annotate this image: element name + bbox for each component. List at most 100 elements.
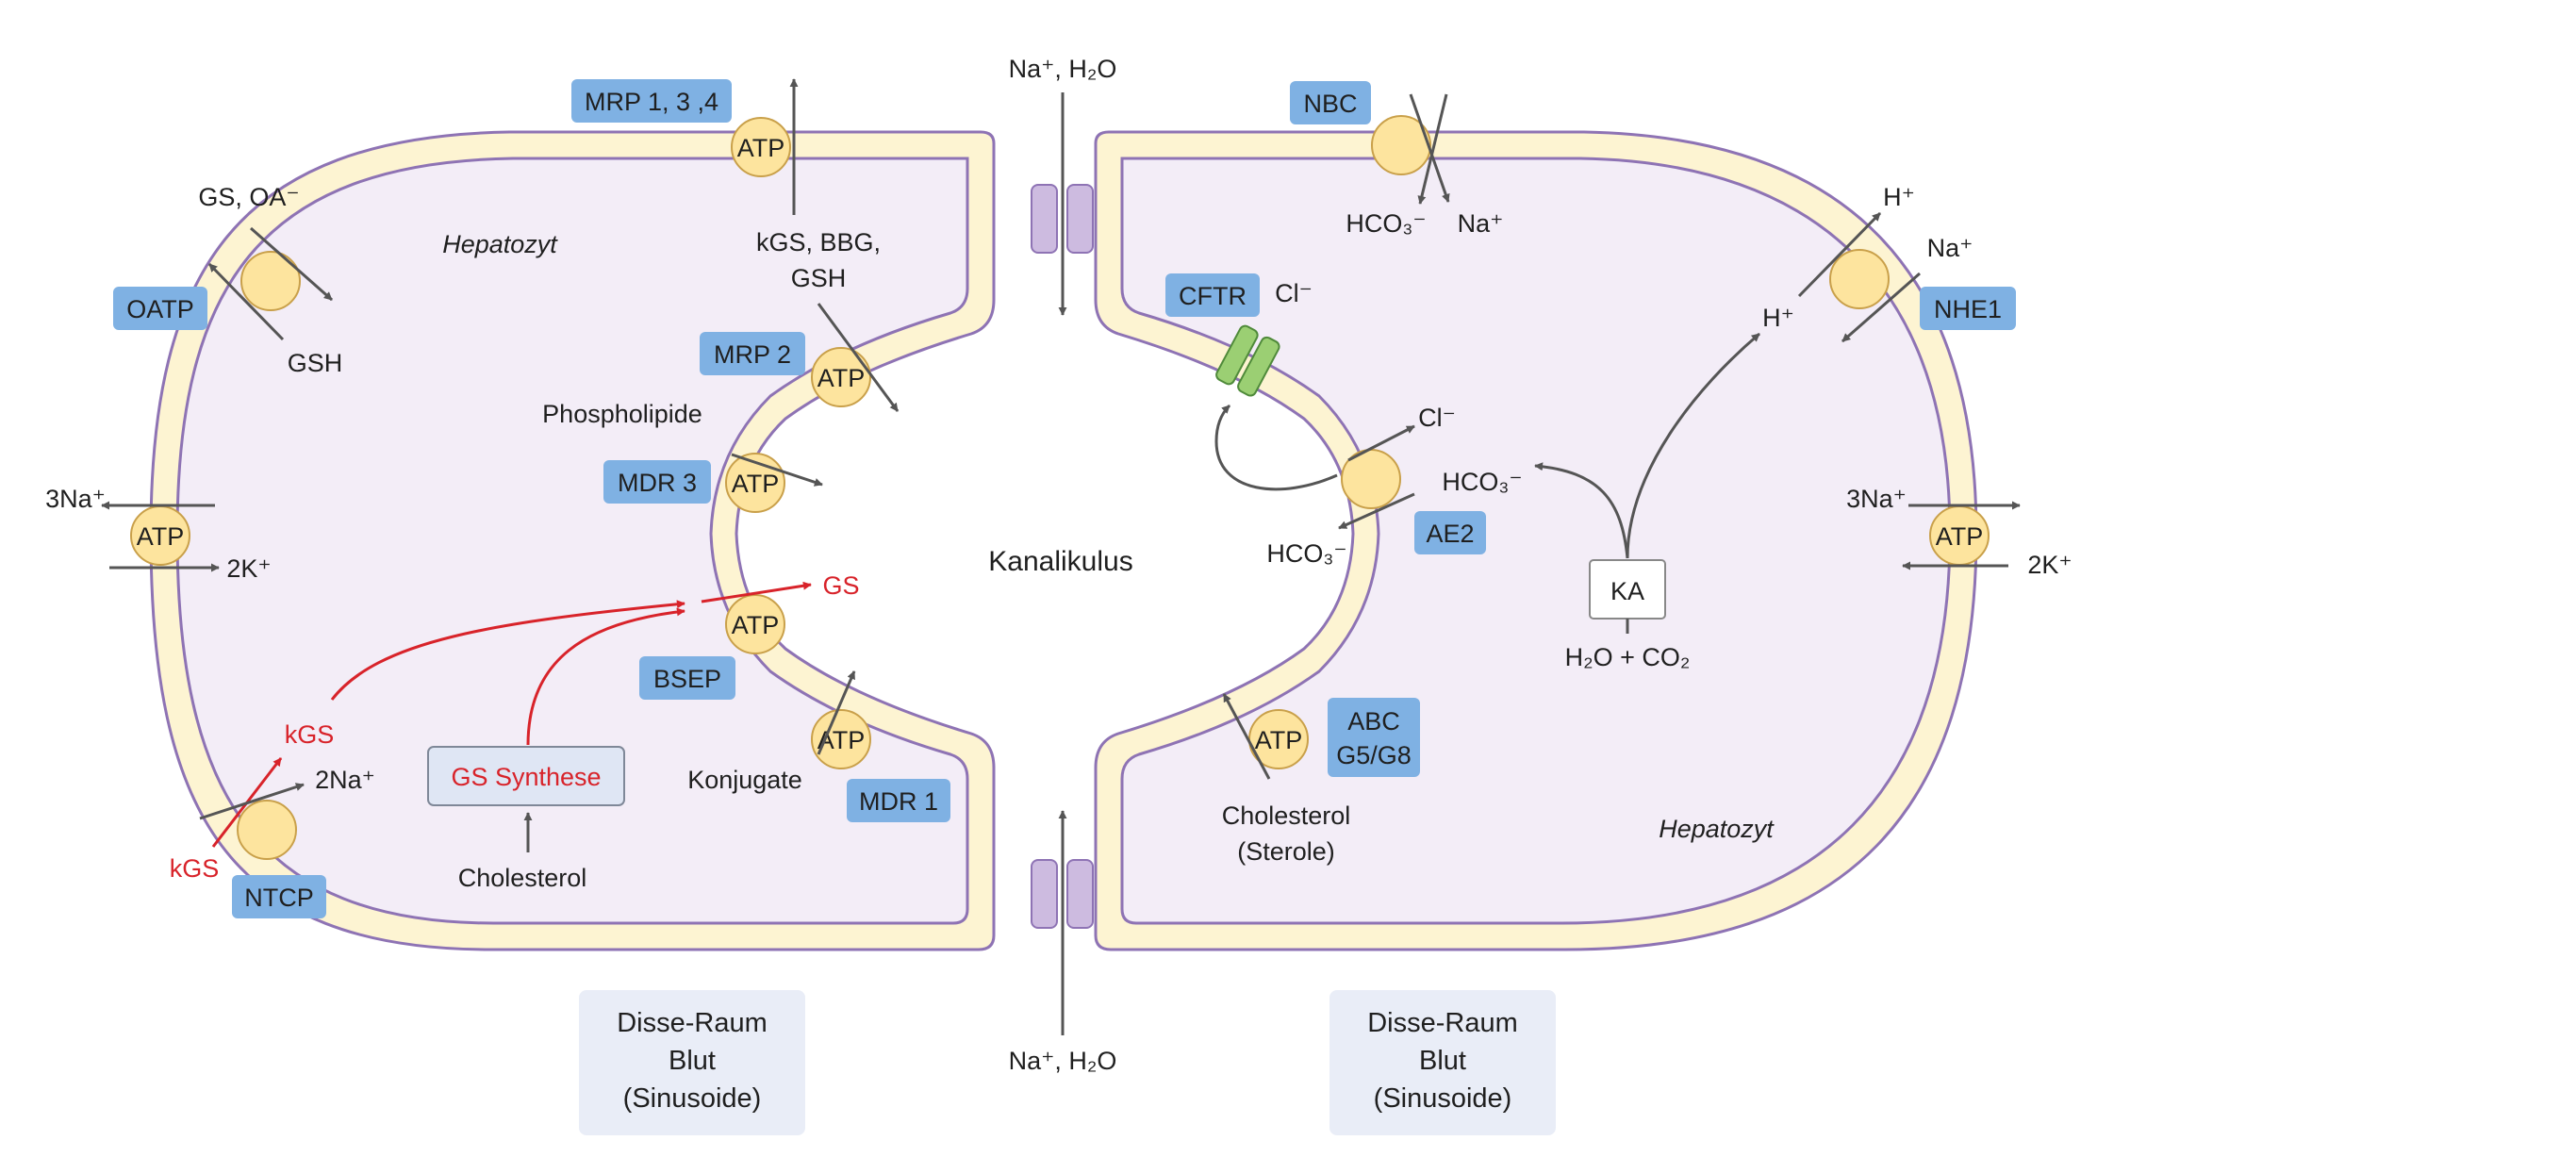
oatp-tag	[113, 287, 207, 330]
abc-tag	[1328, 698, 1420, 777]
mdr1-arrow	[817, 670, 856, 755]
cl-ae2-label: Cl⁻	[1418, 404, 1456, 432]
mrp134-atp-circle	[731, 117, 791, 177]
gs-oa-label: GS, OA⁻	[198, 183, 299, 211]
na3-left-label: 3Na⁺	[45, 485, 106, 513]
mdr1-tag	[847, 779, 950, 822]
ntcp-na-arrow	[199, 783, 305, 820]
disse-left-line3: (Sinusoide)	[623, 1083, 762, 1114]
mdr1-atp-circle	[811, 709, 871, 769]
mrp134-atp-label: ATP	[737, 134, 785, 162]
abc-label-line2: G5/G8	[1336, 741, 1412, 769]
nak-atpase-left-atp: ATP	[137, 522, 185, 551]
sterole-label: (Sterole)	[1237, 837, 1335, 866]
nbc-circle	[1371, 115, 1431, 175]
ka-to-hco3-curve	[1534, 462, 1629, 559]
mrp2-atp-label: ATP	[817, 364, 866, 392]
bsep-label: BSEP	[653, 665, 721, 693]
k2-left-label: 2K⁺	[226, 554, 271, 583]
ae2-cl-arrow	[1347, 424, 1415, 462]
hco3-nbc-label: HCO₃⁻	[1346, 209, 1426, 238]
bsep-atp-label: ATP	[732, 611, 780, 639]
konjugate-label: Konjugate	[687, 766, 802, 794]
hco3-ae2-out-label: HCO₃⁻	[1266, 539, 1346, 568]
ae2-label: AE2	[1426, 520, 1474, 548]
tight-junction-top-left	[1031, 184, 1058, 254]
nbc-hco3-arrow	[1417, 93, 1448, 205]
na2-label: 2Na⁺	[315, 766, 375, 794]
kgs-lower-label: kGS	[170, 854, 220, 883]
gs-canaliculus-label: GS	[822, 571, 859, 600]
mdr3-arrow	[731, 453, 823, 487]
right-cell-name: Hepatozyt	[1659, 815, 1775, 843]
ae2-hco3-arrow	[1338, 492, 1415, 530]
h-top-label: H⁺	[1883, 183, 1915, 211]
bsep-red-arrow[interactable]	[701, 581, 812, 603]
ka-label: KA	[1610, 577, 1644, 605]
mdr3-atp-label: ATP	[732, 470, 780, 498]
cl-recycle-curve	[1214, 404, 1338, 491]
gsh-mrp-label: GSH	[791, 264, 847, 292]
mrp2-arrow	[817, 303, 900, 412]
junction-top-label: Na⁺, H₂O	[1009, 55, 1117, 83]
cholesterol-right-label: Cholesterol	[1222, 802, 1351, 830]
tight-junctions	[1031, 184, 1094, 929]
gs-synthese-box	[427, 746, 625, 806]
disse-left-line2: Blut	[669, 1046, 716, 1076]
mrp2-atp-circle	[811, 347, 871, 407]
disse-right-line3: (Sinusoide)	[1374, 1083, 1512, 1114]
disse-left-box	[579, 990, 805, 1135]
left-cell-name: Hepatozyt	[442, 230, 558, 258]
ka-to-h-curve	[1626, 332, 1760, 559]
tight-junction-top-right	[1066, 184, 1094, 254]
mrp2-tag	[700, 332, 805, 375]
cholesterol-left-label: Cholesterol	[458, 864, 587, 892]
mdr3-tag	[603, 460, 711, 504]
phospholipide-label: Phospholipide	[542, 400, 702, 428]
na-nhe-label: Na⁺	[1927, 234, 1973, 262]
cftr-label: CFTR	[1179, 282, 1247, 310]
ae2-tag	[1414, 511, 1486, 554]
nhe1-circle	[1829, 249, 1890, 309]
mdr1-label: MDR 1	[859, 787, 938, 816]
bsep-tag	[639, 656, 735, 700]
ntcp-label: NTCP	[244, 884, 314, 912]
nhe1-label: NHE1	[1934, 295, 2002, 323]
junction-bottom-label: Na⁺, H₂O	[1009, 1047, 1117, 1075]
abc-arrow	[1222, 693, 1271, 780]
mrp2-label: MRP 2	[714, 340, 791, 369]
na-nbc-label: Na⁺	[1458, 209, 1504, 238]
disse-left-line1: Disse-Raum	[617, 1008, 768, 1038]
mrp134-tag	[571, 79, 732, 123]
gs-synthese-red-curve	[526, 607, 685, 746]
cl-cftr-label: Cl⁻	[1275, 279, 1313, 307]
nhe1-h-arrow	[1797, 211, 1882, 298]
kgs-upper-label: kGS	[285, 720, 335, 749]
ntcp-circle	[237, 800, 297, 860]
oatp-label: OATP	[126, 295, 194, 323]
kgs-to-bsep-red-curve	[330, 600, 685, 701]
bsep-atp-circle	[725, 594, 785, 654]
oatp-circle	[240, 251, 301, 311]
canaliculus-label: Kanalikulus	[988, 546, 1132, 577]
mdr3-label: MDR 3	[618, 469, 697, 497]
gs-synthese-label: GS Synthese	[451, 763, 601, 791]
hco3-ae2-in-label: HCO₃⁻	[1442, 468, 1522, 496]
h-in-label: H⁺	[1762, 304, 1794, 332]
disse-right-line1: Disse-Raum	[1367, 1008, 1518, 1038]
oatp-arrow-out	[207, 262, 285, 341]
mrp134-label: MRP 1, 3 ,4	[585, 88, 718, 116]
nhe1-na-arrow	[1841, 272, 1921, 343]
h2o-co2-label: H₂O + CO₂	[1565, 643, 1691, 671]
nbc-na-arrow	[1409, 93, 1450, 203]
disse-right-line2: Blut	[1419, 1046, 1466, 1076]
kgs-bbg-label: kGS, BBG,	[756, 228, 881, 256]
abc-atp-label: ATP	[1255, 726, 1303, 754]
nhe1-tag	[1920, 287, 2016, 330]
ntcp-tag	[232, 875, 326, 918]
oatp-arrow-in	[250, 226, 333, 302]
cftr-tag	[1165, 273, 1260, 317]
nbc-tag	[1290, 81, 1371, 124]
tight-junction-bottom-right	[1066, 859, 1094, 929]
